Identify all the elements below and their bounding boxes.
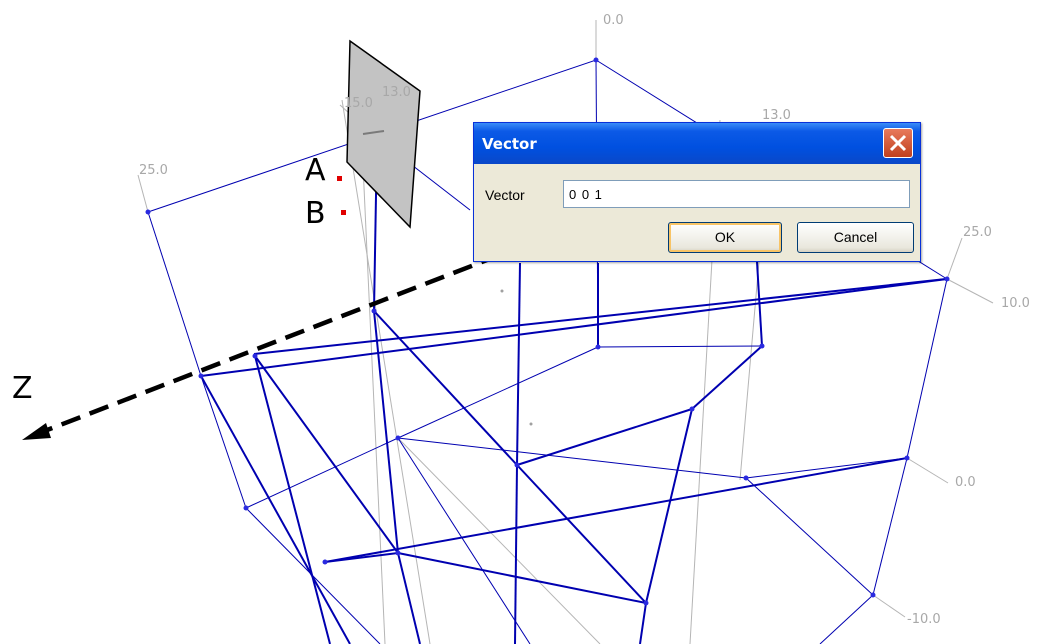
- point-a-marker: [337, 176, 342, 181]
- axis-label-right-b: 10.0: [1001, 296, 1030, 311]
- close-button[interactable]: [883, 128, 913, 158]
- z-axis-arrowhead: [22, 423, 51, 440]
- vertex-markers: [145, 57, 950, 606]
- ok-button[interactable]: OK: [668, 222, 782, 253]
- axis-label-right-d: -10.0: [907, 612, 941, 627]
- wireframe-bold: [200, 137, 948, 644]
- axis-value-labels: 0.0 13.0 15.0 13.0 25.0 25.0 10.0 0.0 -1…: [139, 13, 1030, 627]
- axis-label-small-a: 15.0: [344, 96, 373, 111]
- point-b-marker: [341, 210, 346, 215]
- plane-marker: [362, 130, 385, 135]
- axis-label-left: 25.0: [139, 163, 168, 178]
- selected-plane[interactable]: [346, 39, 421, 229]
- guide-lines: [137, 20, 994, 644]
- axis-label-right-c: 0.0: [955, 475, 976, 490]
- center-markers: [500, 289, 533, 426]
- vector-input[interactable]: [563, 180, 910, 208]
- cancel-button[interactable]: Cancel: [797, 222, 914, 253]
- dialog-titlebar[interactable]: Vector: [474, 123, 920, 164]
- label-b: B: [305, 196, 326, 231]
- close-icon: [889, 134, 907, 152]
- z-axis-arrow-line: [41, 252, 501, 435]
- axis-label-back-right: 13.0: [762, 108, 791, 123]
- dialog-title: Vector: [482, 135, 537, 153]
- vector-dialog: Vector Vector OK Cancel: [473, 122, 921, 262]
- label-a: A: [305, 153, 326, 188]
- label-z: Z: [12, 371, 33, 406]
- axis-label-right-a: 25.0: [963, 225, 992, 240]
- axis-label-small-b: 13.0: [382, 85, 411, 100]
- axis-label-top: 0.0: [603, 13, 624, 28]
- vector-field-label: Vector: [485, 187, 525, 203]
